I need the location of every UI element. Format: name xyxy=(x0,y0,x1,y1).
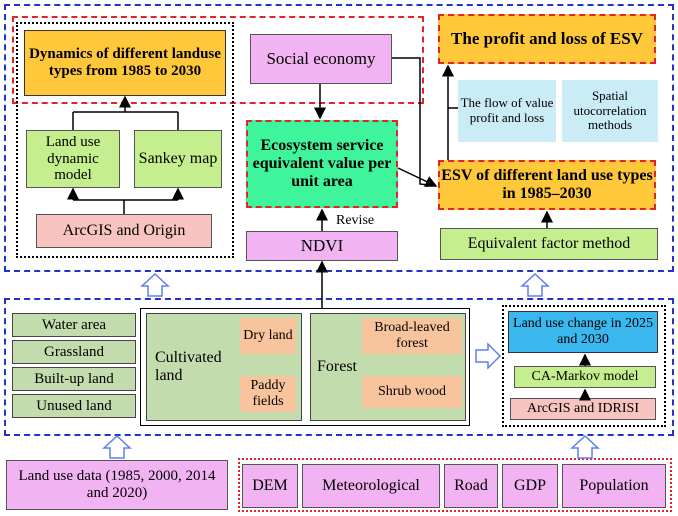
land-type-built-up-land: Built-up land xyxy=(12,367,136,391)
top-section-frame xyxy=(4,4,674,272)
ndvi-box: NDVI xyxy=(246,231,398,261)
forest-label: Forest xyxy=(317,358,357,376)
land-use-change-box: Land use change in 2025 and 2030 xyxy=(508,311,658,353)
revise-label: Revise xyxy=(336,213,375,228)
social-economy-box: Social economy xyxy=(250,34,392,84)
land-use-data-box: Land use data (1985, 2000, 2014 and 2020… xyxy=(6,460,228,510)
cultivated-land-label: Cultivated land xyxy=(155,349,222,384)
paddy-fields-box: Paddy fields xyxy=(240,376,296,412)
data-sources-frame xyxy=(238,458,672,512)
esv-land-use-box: ESV of different land use types in 1985–… xyxy=(438,160,656,210)
flow-of-value-box: The flow of value profit and loss xyxy=(458,80,556,142)
dynamics-title-box: Dynamics of different landuse types from… xyxy=(24,30,226,96)
ca-markov-box: CA-Markov model xyxy=(514,366,656,388)
spatial-autocorrelation-box: Spatial utocorrelation methods xyxy=(562,80,658,142)
source-road: Road xyxy=(444,464,498,508)
source-gdp: GDP xyxy=(502,464,558,508)
broad-leaved-forest-box: Broad-leaved forest xyxy=(362,318,462,354)
profit-loss-esv-box: The profit and loss of ESV xyxy=(438,14,656,64)
sankey-map-box: Sankey map xyxy=(134,130,222,188)
equivalent-factor-box: Equivalent factor method xyxy=(440,228,658,260)
land-use-dynamic-model-box: Land use dynamic model xyxy=(26,130,120,188)
ecosystem-service-box: Ecosystem service equivalent value per u… xyxy=(246,120,398,208)
land-type-grassland: Grassland xyxy=(12,340,136,364)
prediction-frame xyxy=(502,305,666,427)
land-type-unused-land: Unused land xyxy=(12,394,136,418)
arcgis-idrisi-box: ArcGIS and IDRISI xyxy=(510,398,656,420)
dry-land-box: Dry land xyxy=(240,318,296,354)
arcgis-origin-box: ArcGIS and Origin xyxy=(36,214,212,248)
middle-section-frame xyxy=(4,298,674,436)
left-analysis-frame xyxy=(16,22,234,258)
source-population: Population xyxy=(562,464,666,508)
source-dem: DEM xyxy=(242,464,298,508)
source-meteorological: Meteorological xyxy=(302,464,440,508)
land-classes-frame xyxy=(140,308,470,426)
shrub-wood-box: Shrub wood xyxy=(362,376,462,408)
land-type-water-area: Water area xyxy=(12,313,136,337)
